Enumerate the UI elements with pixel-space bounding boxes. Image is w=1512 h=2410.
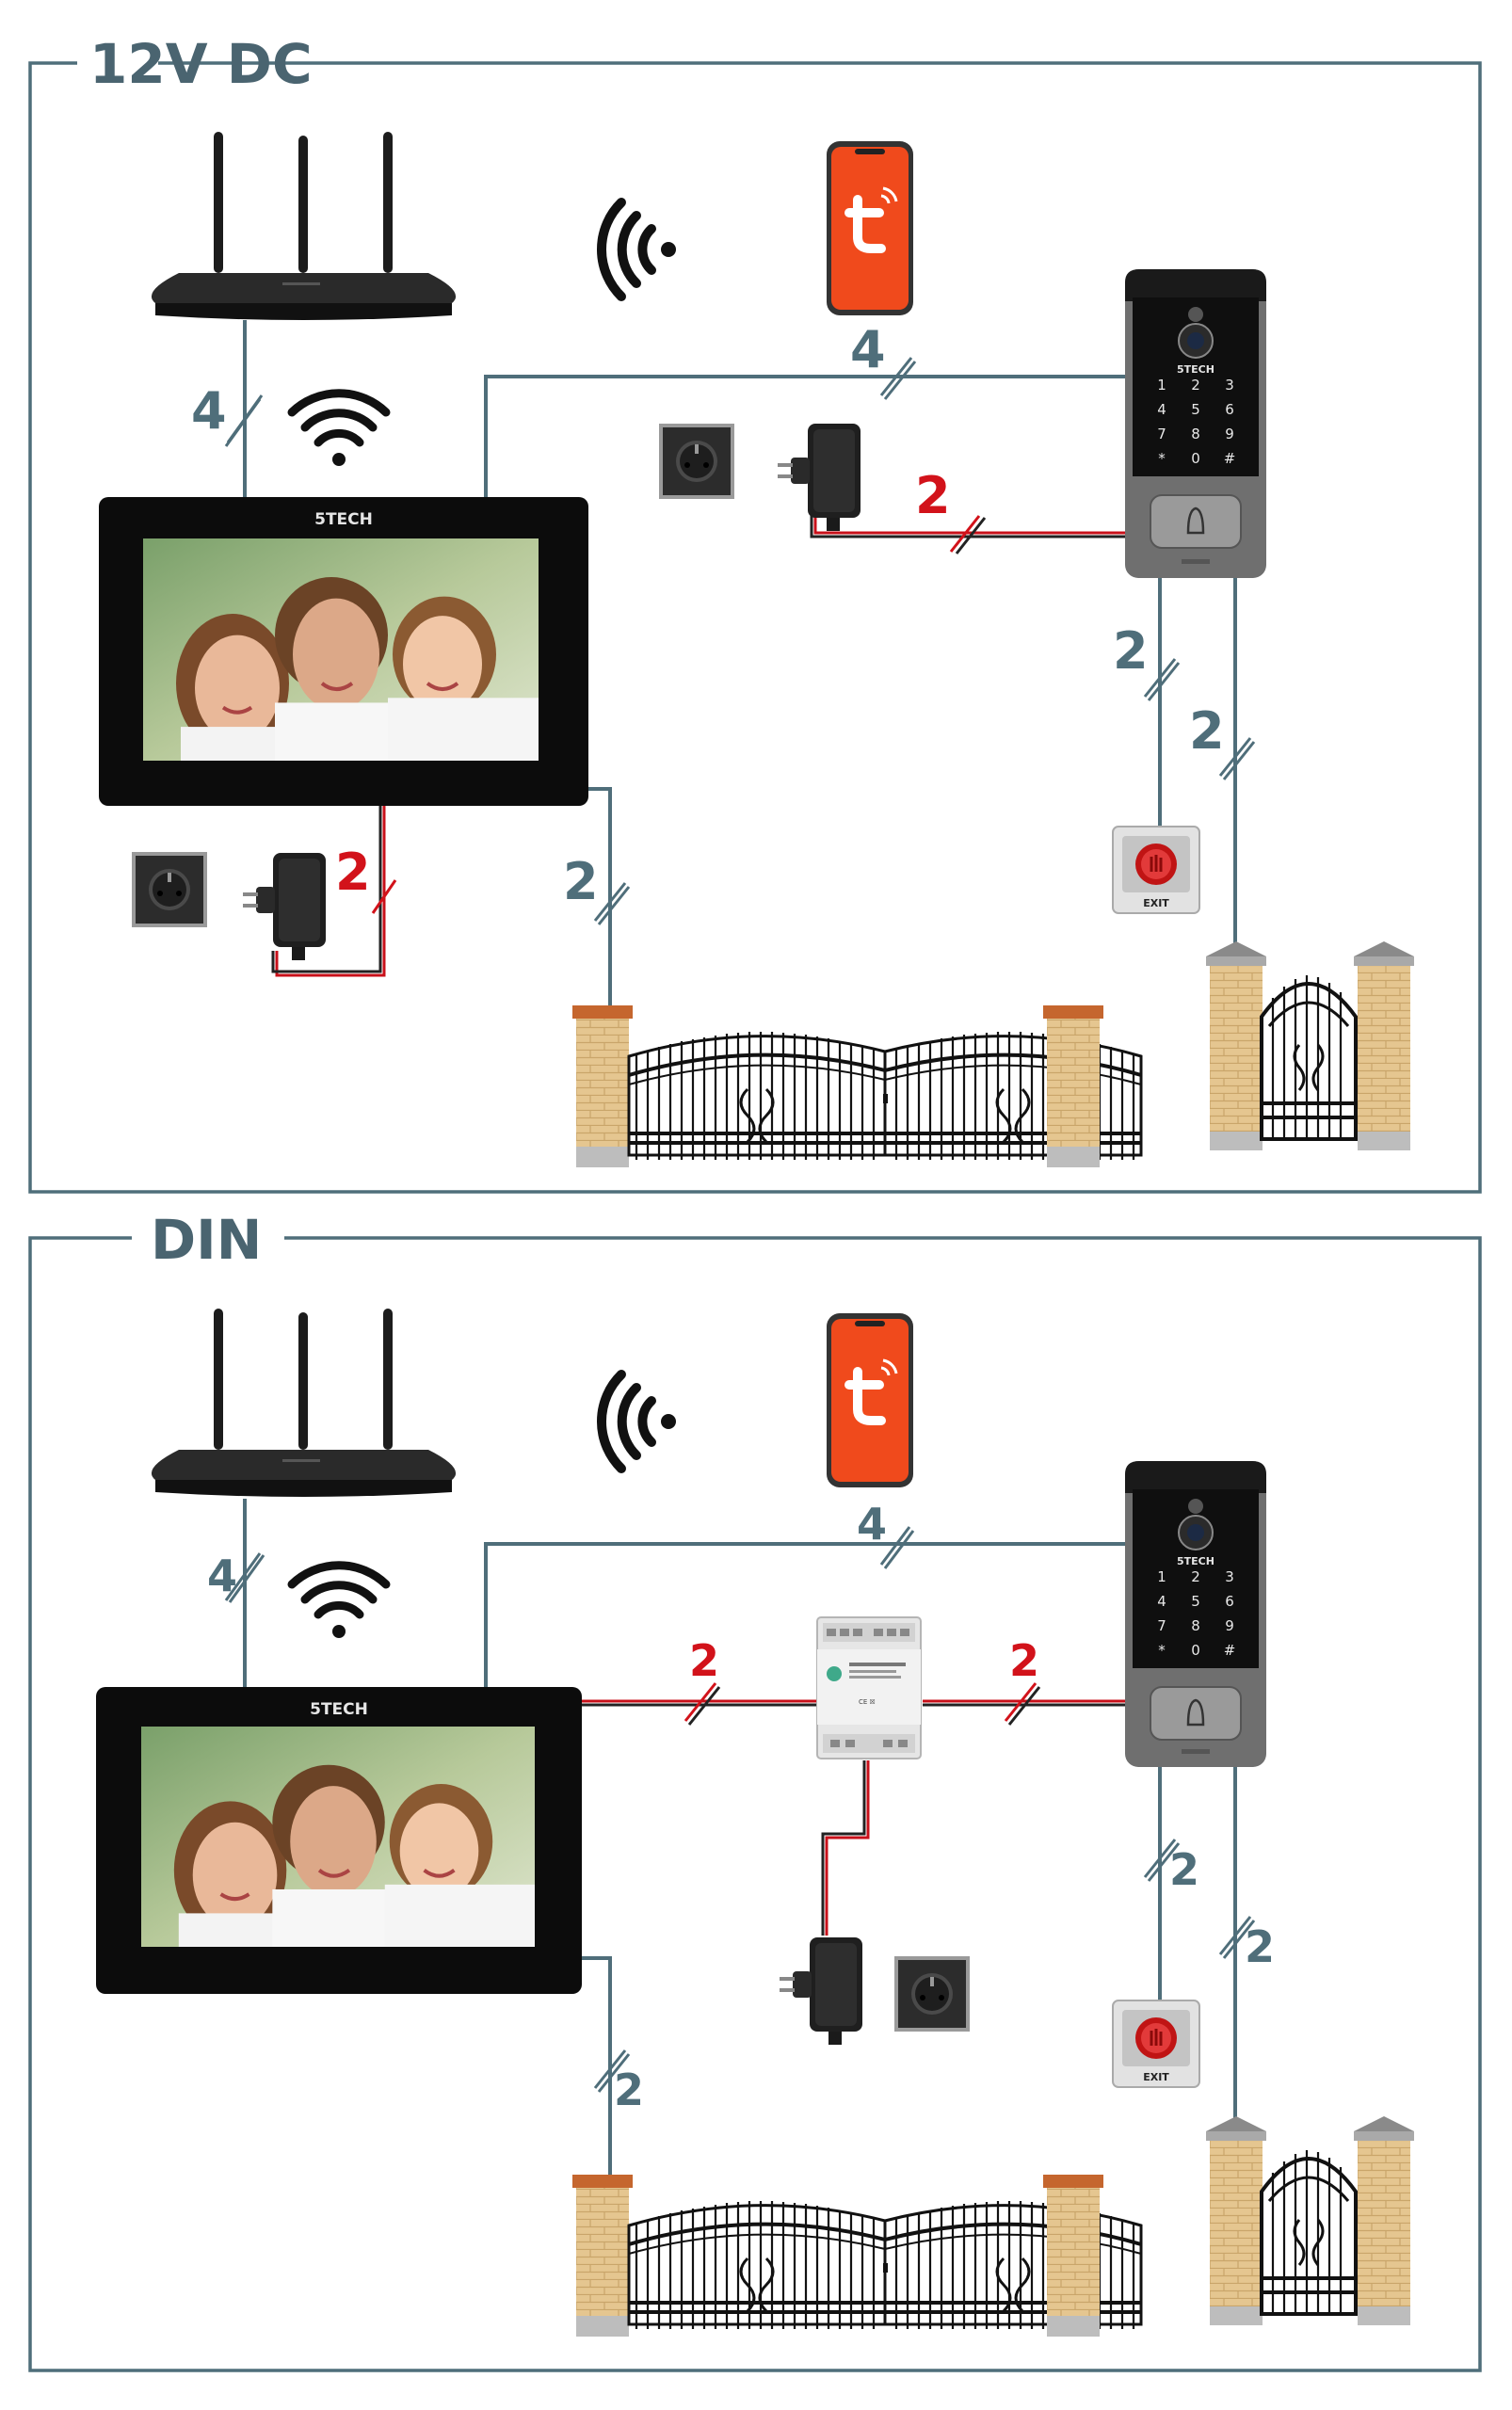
svg-text:9: 9 — [1225, 426, 1234, 442]
wire-count-panel-exit: 2 — [1169, 1844, 1199, 1895]
smartphone-app-icon — [827, 141, 913, 315]
driveway-gate — [572, 1005, 1143, 1167]
svg-text:8: 8 — [1191, 426, 1200, 442]
svg-text:*: * — [1158, 1642, 1166, 1659]
svg-text:6: 6 — [1225, 1593, 1234, 1610]
exit-button: EXIT — [1111, 825, 1201, 915]
svg-text:1: 1 — [1157, 377, 1166, 394]
bell-icon — [1186, 506, 1205, 535]
wicket-gate — [1206, 941, 1414, 1150]
svg-text:9: 9 — [1225, 1617, 1234, 1634]
wire-count-monitor-din: 2 — [689, 1635, 719, 1686]
wifi-waves-icon — [602, 1374, 676, 1469]
din-mains-wire — [825, 1760, 870, 1936]
svg-text:5: 5 — [1191, 1593, 1200, 1610]
wire-count-panel-wicket: 2 — [1245, 1921, 1275, 1972]
exit-button: EXIT — [1111, 1999, 1201, 2089]
svg-text:#: # — [1224, 450, 1236, 467]
router-icon — [151, 132, 457, 320]
svg-text:3: 3 — [1225, 377, 1234, 394]
svg-text:0: 0 — [1191, 450, 1200, 467]
smartphone-app-icon — [827, 1313, 913, 1487]
monitor: 5TECH — [96, 1687, 582, 1994]
monitor: 5TECH — [99, 497, 588, 806]
din-power-supply — [816, 1616, 922, 1759]
svg-text:2: 2 — [1191, 377, 1200, 394]
svg-text:4: 4 — [1157, 1593, 1166, 1610]
section-title: DIN — [151, 1208, 262, 1272]
monitor-gate-wire — [588, 787, 612, 1017]
svg-text:#: # — [1224, 1642, 1236, 1659]
wire-count-router-monitor: 4 — [191, 381, 227, 441]
wire-count-panel-wicket: 2 — [1189, 701, 1225, 761]
router-icon — [151, 1309, 457, 1497]
svg-text:7: 7 — [1157, 426, 1166, 442]
svg-text:0: 0 — [1191, 1642, 1200, 1659]
monitor-panel-wire — [484, 1542, 1130, 1687]
bell-icon — [1186, 1698, 1205, 1727]
power-adapter-icon — [780, 1937, 862, 2045]
svg-text:*: * — [1158, 450, 1166, 467]
wicket-gate — [1206, 2116, 1414, 2325]
call-button — [1150, 494, 1242, 549]
wire-count-monitor-gate: 2 — [614, 2065, 644, 2115]
svg-text:8: 8 — [1191, 1617, 1200, 1634]
monitor-screen — [141, 1727, 535, 1952]
power-socket-icon — [894, 1956, 970, 2032]
monitor-power-wire — [275, 805, 386, 977]
svg-text:2: 2 — [1191, 1568, 1200, 1585]
exit-label: EXIT — [1143, 2071, 1169, 2083]
wire-count-monitor-gate: 2 — [563, 852, 599, 911]
svg-text:7: 7 — [1157, 1617, 1166, 1634]
monitor-gate-wire — [582, 1956, 612, 2189]
section-frame — [28, 61, 1482, 1194]
power-socket-icon — [659, 424, 734, 499]
wire-count-monitor-panel: 4 — [857, 1499, 887, 1550]
monitor-brand: 5TECH — [310, 1700, 368, 1719]
wifi-icon — [292, 394, 386, 466]
power-socket-icon — [132, 852, 207, 927]
svg-text:1: 1 — [1157, 1568, 1166, 1585]
panel-brand: 5TECH — [1177, 363, 1214, 376]
wire-count-din-panel: 2 — [1009, 1635, 1039, 1686]
outdoor-panel: 5TECH 1 2 3 4 5 6 7 8 9 * 0 # — [1125, 1461, 1266, 1767]
monitor-panel-wire — [484, 375, 1130, 501]
wifi-icon — [292, 1566, 386, 1638]
wire-count-panel-exit: 2 — [1113, 621, 1149, 681]
section-12v-dc: 12V DC 4 4 2 2 2 2 2 — [28, 32, 1482, 1194]
power-adapter-icon — [778, 424, 861, 531]
wire-count-monitor-panel: 4 — [850, 320, 886, 379]
driveway-gate — [572, 2175, 1143, 2337]
section-title: 12V DC — [89, 32, 313, 96]
svg-text:5: 5 — [1191, 401, 1200, 418]
section-din: DIN 4 4 2 2 2 2 2 — [28, 1208, 1482, 2372]
panel-power-wire — [813, 505, 1134, 535]
wire-count-panel-power: 2 — [915, 466, 951, 525]
call-button — [1150, 1686, 1242, 1741]
power-adapter-icon — [243, 853, 326, 960]
outdoor-panel: 5TECH 1 2 3 4 5 6 7 8 9 * 0 # — [1125, 269, 1266, 578]
wire-count-monitor-power: 2 — [335, 843, 371, 902]
section-frame — [28, 1236, 1482, 2372]
monitor-brand: 5TECH — [314, 510, 373, 529]
wire-count-router-monitor: 4 — [207, 1550, 237, 1601]
panel-brand: 5TECH — [1177, 1555, 1214, 1567]
svg-text:6: 6 — [1225, 401, 1234, 418]
svg-text:4: 4 — [1157, 401, 1166, 418]
monitor-screen — [143, 538, 539, 765]
exit-label: EXIT — [1143, 897, 1169, 909]
svg-text:3: 3 — [1225, 1568, 1234, 1585]
wifi-waves-icon — [602, 202, 676, 297]
